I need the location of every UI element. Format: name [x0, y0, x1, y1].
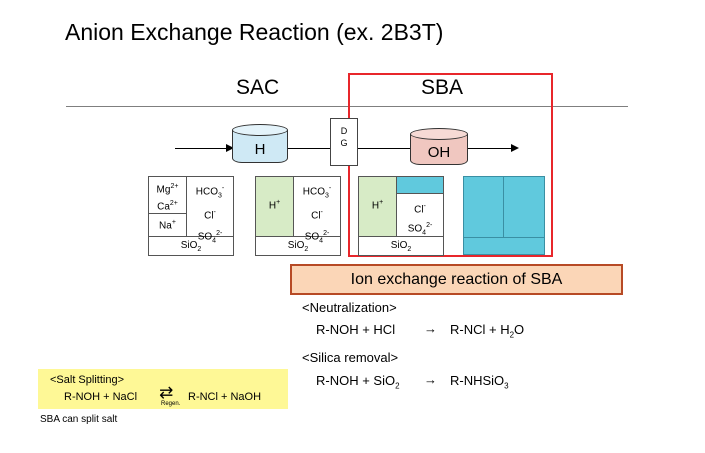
salt-splitting-box: <Salt Splitting> R-NOH + NaCl ⇄ Regen. R…: [38, 369, 288, 409]
so4-charge: 2-: [216, 229, 223, 237]
neutralization-rhs-text: R-NCl + H: [450, 322, 510, 337]
anions-cell: Cl- SO42-: [397, 194, 443, 237]
sac-label: SAC: [236, 76, 280, 99]
cl-ion: Cl: [311, 210, 321, 222]
mg-ion: Mg: [156, 184, 171, 196]
salt-splitting-lhs: R-NOH + NaCl: [64, 391, 138, 403]
h-charge: +: [276, 199, 281, 206]
so4-sub: 4: [319, 236, 324, 244]
silica-lhs-sub: 2: [395, 381, 400, 391]
cl-charge: -: [423, 203, 426, 210]
neutralization-lhs: R-NOH + HCl: [316, 322, 396, 337]
mg-charge: 2+: [170, 183, 179, 190]
cl-ion: Cl: [204, 210, 214, 222]
removed-silica-cell: [464, 237, 544, 254]
cl-charge: -: [320, 209, 323, 217]
neutralization-heading: <Neutralization>: [302, 300, 397, 315]
ca-ion: Ca: [157, 201, 170, 213]
sio2-sub: 2: [304, 246, 309, 253]
flow-line-in: [175, 148, 233, 149]
product-water-table: [463, 176, 545, 255]
removed-anions-cell: [504, 177, 544, 237]
degasifier-label: D G: [340, 126, 348, 148]
neutralization-rhs-sub: 2: [509, 330, 515, 340]
so4-charge: 2-: [426, 222, 433, 230]
degasifier: D G: [330, 118, 358, 166]
raw-water-table: Mg2+ Ca2+ Na+ HCO3- Cl- SO42- SiO2: [148, 176, 234, 256]
hco3-ion: HCO: [195, 186, 218, 198]
so4-ion: SO: [407, 223, 423, 235]
sba-table: H+ Cl- SO42- SiO2: [358, 176, 444, 256]
h-ion: H: [268, 200, 277, 212]
salt-splitting-heading: <Salt Splitting>: [50, 374, 124, 386]
so4-charge: 2-: [323, 229, 330, 237]
so4-sub: 4: [212, 236, 217, 244]
h-cell: H+: [256, 177, 294, 237]
ca-charge: 2+: [169, 200, 178, 208]
sio2-ion: SiO: [287, 240, 305, 251]
neutralization-rhs-tail: O: [514, 322, 525, 337]
removed-cations-cell: [464, 177, 504, 237]
flow-line-degas-sba: [358, 148, 410, 149]
after-sac-table: H+ HCO3- Cl- SO42- SiO2: [255, 176, 341, 256]
silica-arrow: →: [424, 372, 437, 387]
sac-column-top: [232, 124, 288, 136]
so4-ion: SO: [304, 230, 320, 242]
sba-label: SBA: [421, 76, 464, 99]
sba-resin-label: OH: [427, 144, 451, 161]
sio2-ion: SiO: [390, 240, 408, 251]
h-cell: H+: [359, 177, 397, 237]
cl-charge: -: [213, 209, 216, 217]
cl-ion: Cl: [414, 204, 424, 216]
so4-sub: 4: [422, 229, 427, 237]
footnote: SBA can split salt: [40, 414, 118, 425]
sio2-cell: SiO2: [359, 237, 443, 255]
silica-heading: <Silica removal>: [302, 350, 399, 365]
na-cell: Na+: [149, 214, 187, 237]
hco3-charge: -: [328, 185, 332, 192]
anions-cell: HCO3- Cl- SO42-: [294, 177, 340, 244]
silica-lhs: R-NOH + SiO2: [316, 373, 400, 391]
h-ion: H: [371, 200, 380, 212]
cations-cell: Mg2+ Ca2+: [149, 177, 187, 214]
na-ion: Na: [159, 220, 172, 232]
sio2-sub: 2: [197, 246, 202, 253]
regen-label: Regen.: [161, 401, 181, 407]
equilibrium-arrow: ⇄: [159, 383, 174, 402]
hco3-charge: -: [221, 185, 225, 192]
sio2-sub: 2: [407, 246, 412, 253]
sac-resin-label: H: [254, 141, 266, 158]
sio2-ion: SiO: [180, 240, 198, 251]
ion-exchange-title: Ion exchange reaction of SBA: [290, 264, 623, 295]
anions-cell: HCO3- Cl- SO42-: [187, 177, 233, 244]
removed-hco3-cell: [397, 177, 443, 194]
salt-splitting-rhs: R-NCl + NaOH: [188, 391, 262, 403]
sio2-cell: SiO2: [256, 237, 340, 255]
flow-arrowhead-out: [511, 144, 519, 152]
neutralization-rhs: R-NCl + H2O: [450, 322, 524, 340]
sio2-cell: SiO2: [149, 237, 233, 255]
so4-ion: SO: [197, 230, 213, 242]
page-title: Anion Exchange Reaction (ex. 2B3T): [65, 19, 444, 45]
flow-line-sac-degas: [287, 148, 330, 149]
hco3-ion: HCO: [302, 186, 325, 198]
silica-rhs-text: R-NHSiO: [450, 373, 505, 388]
flow-arrowhead-in: [226, 144, 234, 152]
divider-line: [66, 106, 628, 107]
silica-rhs: R-NHSiO3: [450, 373, 509, 391]
h-charge: +: [379, 199, 384, 206]
neutralization-arrow: →: [424, 321, 437, 336]
silica-rhs-sub: 3: [504, 381, 509, 391]
na-charge: +: [171, 219, 176, 226]
hco3-sub: 3: [324, 192, 329, 200]
sba-column-top: [410, 128, 468, 140]
silica-lhs-text: R-NOH + SiO: [316, 373, 396, 388]
hco3-sub: 3: [217, 192, 222, 200]
flow-line-out: [468, 148, 513, 149]
